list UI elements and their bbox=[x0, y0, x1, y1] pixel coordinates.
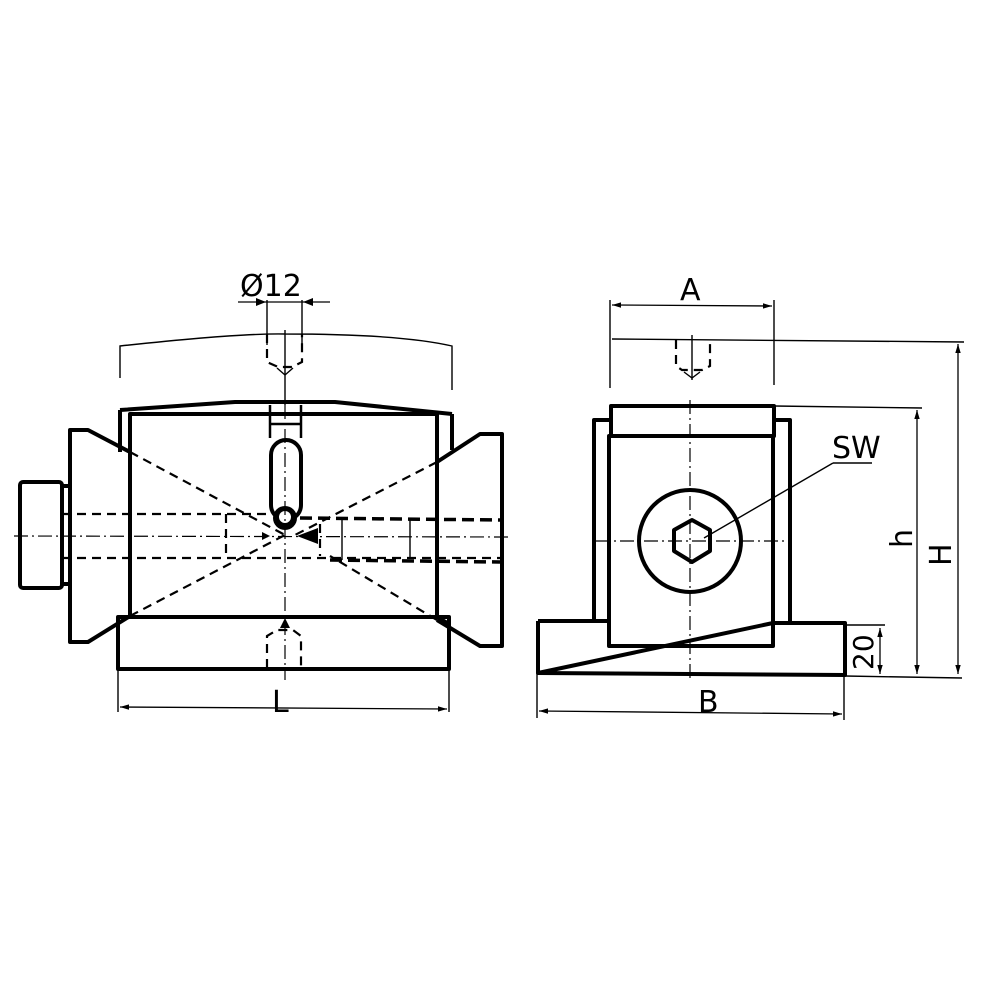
base-height-label: 20 bbox=[847, 634, 880, 670]
left-knob bbox=[18, 480, 64, 590]
height-H-label: H bbox=[924, 543, 959, 566]
sw-leader bbox=[703, 462, 834, 539]
body-top-edge bbox=[119, 400, 453, 416]
base-width-label: B bbox=[698, 685, 719, 720]
right-jaw bbox=[435, 432, 504, 648]
length-dim-line bbox=[119, 704, 448, 712]
width-a-dim-line bbox=[611, 302, 773, 309]
length-label: L bbox=[272, 685, 289, 720]
cap bbox=[609, 404, 776, 438]
height-h-label: h bbox=[885, 529, 920, 548]
bore-diameter-label: Ø12 bbox=[240, 269, 302, 304]
front-view bbox=[13, 298, 511, 712]
front-base bbox=[116, 615, 451, 671]
side-base bbox=[536, 619, 847, 677]
hex-socket-icon bbox=[672, 518, 712, 564]
width-a-label: A bbox=[680, 273, 701, 308]
b-dim-line bbox=[538, 708, 843, 717]
top-arc-dimension bbox=[119, 333, 453, 390]
wrench-size-label: SW bbox=[832, 431, 881, 466]
side-view bbox=[536, 300, 965, 720]
